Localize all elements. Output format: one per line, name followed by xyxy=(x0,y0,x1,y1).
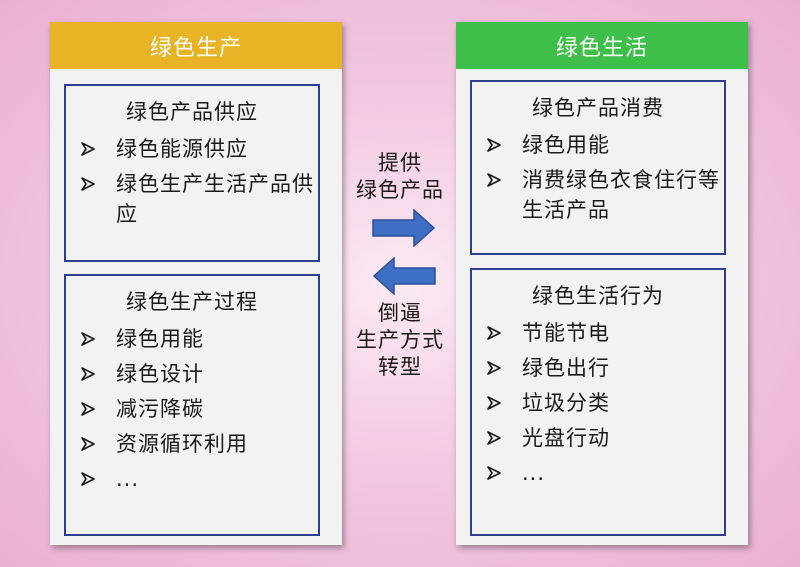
arrow-bullet-icon xyxy=(486,165,522,195)
arrow-bullet-icon xyxy=(80,169,116,199)
list-item: 资源循环利用 xyxy=(80,429,318,459)
green-living-header: 绿色生活 xyxy=(456,22,748,69)
arrow-bullet-icon xyxy=(80,134,116,164)
green-living-panel: 绿色生活 绿色产品消费 绿色用能 消费绿色衣食住行等生活产品 绿色生活行为 节能… xyxy=(456,22,748,545)
list-item: 减污降碳 xyxy=(80,394,318,424)
arrow-bullet-icon xyxy=(80,359,116,389)
arrow-bullet-icon xyxy=(80,464,116,494)
green-production-header: 绿色生产 xyxy=(50,22,342,69)
green-product-supply-title: 绿色产品供应 xyxy=(126,100,258,124)
left-arrow-icon xyxy=(372,256,436,296)
arrow-bullet-icon xyxy=(486,130,522,160)
list-item: 绿色生产生活产品供应 xyxy=(80,169,318,229)
list-item: 光盘行动 xyxy=(486,423,724,453)
green-living-behavior-box: 绿色生活行为 节能节电 绿色出行 垃圾分类 光盘行动 ... xyxy=(470,268,726,536)
force-production-transformation-label: 倒逼 生产方式 转型 xyxy=(356,301,444,379)
green-product-consumption-box: 绿色产品消费 绿色用能 消费绿色衣食住行等生活产品 xyxy=(470,80,726,255)
list-item: 绿色设计 xyxy=(80,359,318,389)
green-product-supply-box: 绿色产品供应 绿色能源供应 绿色生产生活产品供应 xyxy=(64,84,320,262)
list-item: 消费绿色衣食住行等生活产品 xyxy=(486,165,724,225)
arrow-bullet-icon xyxy=(486,353,522,383)
green-production-process-box: 绿色生产过程 绿色用能 绿色设计 减污降碳 资源循环利用 ... xyxy=(64,274,320,536)
arrow-bullet-icon xyxy=(80,429,116,459)
arrow-bullet-icon xyxy=(486,458,522,488)
list-item: ... xyxy=(80,464,318,494)
list-item: 节能节电 xyxy=(486,318,724,348)
arrow-bullet-icon xyxy=(486,388,522,418)
list-item: ... xyxy=(486,458,724,488)
provide-green-products-label: 提供 绿色产品 xyxy=(356,151,444,202)
list-item: 绿色用能 xyxy=(486,130,724,160)
list-item: 绿色能源供应 xyxy=(80,134,318,164)
list-item: 垃圾分类 xyxy=(486,388,724,418)
right-arrow-icon xyxy=(372,208,436,248)
arrow-bullet-icon xyxy=(486,423,522,453)
arrow-bullet-icon xyxy=(486,318,522,348)
green-living-behavior-title: 绿色生活行为 xyxy=(532,284,664,308)
list-item: 绿色出行 xyxy=(486,353,724,383)
arrow-bullet-icon xyxy=(80,324,116,354)
arrow-bullet-icon xyxy=(80,394,116,424)
green-product-consumption-title: 绿色产品消费 xyxy=(532,96,664,120)
green-production-panel: 绿色生产 绿色产品供应 绿色能源供应 绿色生产生活产品供应 绿色生产过程 绿色用… xyxy=(50,22,342,545)
green-production-process-title: 绿色生产过程 xyxy=(126,290,258,314)
list-item: 绿色用能 xyxy=(80,324,318,354)
